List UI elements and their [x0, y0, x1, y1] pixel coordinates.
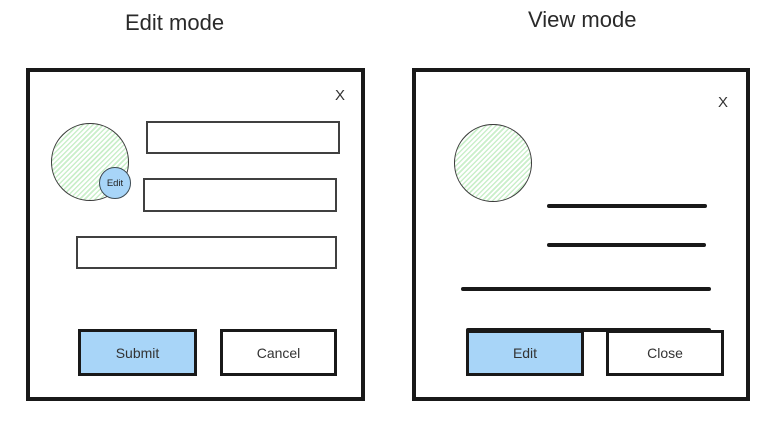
field-2-input[interactable]: [143, 178, 337, 212]
edit-mode-dialog: X Edit Submit Cancel: [26, 68, 365, 401]
view-mode-title: View mode: [528, 7, 637, 32]
text-line-placeholder: [547, 243, 706, 247]
view-mode-dialog: X Edit Close: [412, 68, 750, 401]
close-button[interactable]: Close: [606, 330, 724, 376]
text-line-placeholder: [547, 204, 707, 208]
close-icon[interactable]: X: [717, 94, 728, 111]
submit-button[interactable]: Submit: [78, 329, 197, 376]
avatar-edit-badge-button[interactable]: Edit: [99, 167, 131, 199]
avatar-placeholder: [51, 123, 129, 201]
cancel-button[interactable]: Cancel: [220, 329, 337, 376]
edit-mode-title: Edit mode: [125, 10, 225, 35]
edit-button[interactable]: Edit: [466, 330, 584, 376]
field-3-input[interactable]: [76, 236, 337, 269]
text-line-placeholder: [466, 328, 711, 332]
field-1-input[interactable]: [146, 121, 340, 154]
avatar-placeholder: [454, 124, 532, 202]
close-icon[interactable]: X: [334, 87, 345, 104]
text-line-placeholder: [461, 287, 711, 291]
